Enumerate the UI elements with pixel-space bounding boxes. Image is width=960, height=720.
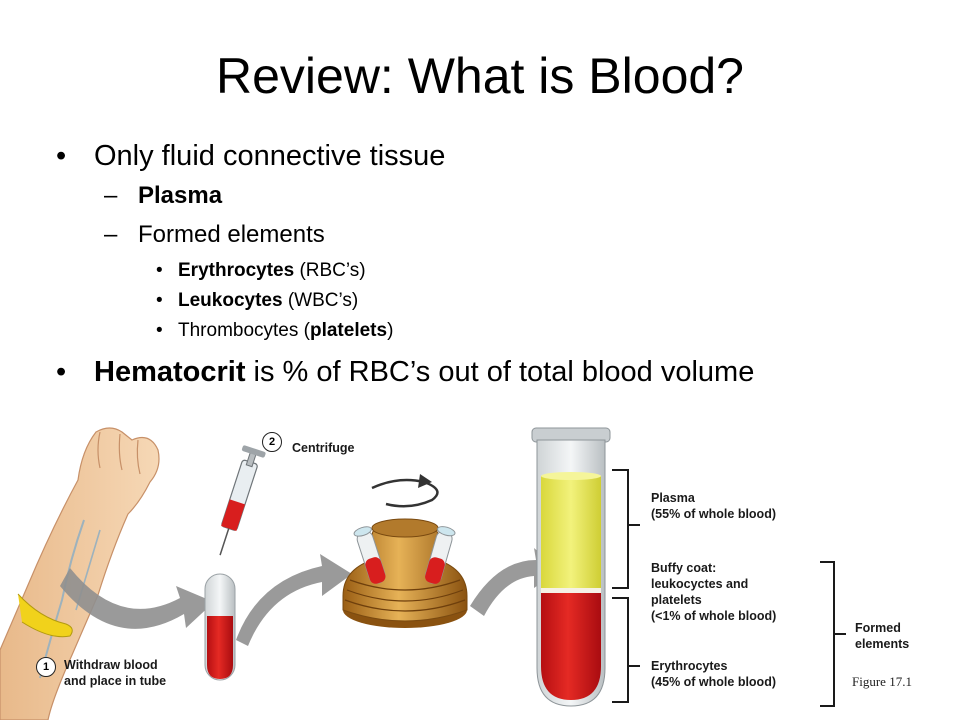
syringe-illustration	[219, 445, 266, 556]
buffy-label-line2: leukocyctes and	[651, 577, 749, 591]
buffy-coat-layer	[541, 588, 601, 593]
bullet-marker: •	[156, 290, 163, 311]
formed-label-line2: elements	[855, 637, 910, 651]
blood-centrifuge-figure: 2 Centrifuge 1 Withdraw blood and place …	[0, 410, 960, 720]
rotate-arrow-icon	[418, 474, 432, 488]
centrifuge-label: Centrifuge	[292, 441, 355, 455]
formed-elements-label: Formed elements	[855, 620, 909, 652]
dash-marker: –	[104, 221, 118, 248]
buffy-coat-label: Buffy coat: leukocyctes and platelets (<…	[651, 560, 776, 624]
bullet-fluid-tissue: • Only fluid connective tissue	[56, 138, 446, 174]
erythrocyte-layer	[541, 593, 601, 700]
figure-illustration	[0, 427, 846, 720]
bullet-plasma: – Plasma	[104, 181, 223, 211]
bullet-text: Only fluid connective tissue	[94, 140, 446, 172]
slide-title: Review: What is Blood?	[215, 48, 744, 104]
bullet-text: Formed elements	[138, 221, 325, 248]
arm-illustration	[0, 427, 160, 720]
withdraw-label-line1: Withdraw blood	[64, 658, 158, 672]
withdraw-label-line2: and place in tube	[64, 674, 167, 688]
bullet-marker: •	[56, 356, 67, 388]
formed-label-line1: Formed	[855, 621, 901, 635]
bullet-marker: •	[156, 260, 163, 281]
bullet-marker: •	[56, 140, 67, 172]
bullet-text: )	[387, 320, 394, 341]
plasma-layer	[541, 476, 601, 588]
arrow-icon	[236, 554, 352, 646]
layer-brackets	[612, 469, 846, 707]
bullet-bold-text: platelets	[309, 320, 388, 341]
figure-reference: Figure 17.1	[852, 674, 912, 689]
bullet-marker: •	[156, 320, 163, 341]
bullet-leukocytes: • Leukocytes (WBC’s)	[156, 289, 359, 313]
collection-tube	[204, 573, 236, 681]
buffy-label-line4: (<1% of whole blood)	[651, 609, 777, 623]
bullet-bold-text: Hematocrit	[94, 356, 246, 388]
bullet-text: (RBC’s)	[294, 260, 366, 281]
bullet-text: Thrombocytes (	[178, 320, 310, 341]
bullet-text: is % of RBC’s out of total blood volume	[245, 356, 755, 388]
bullet-text: Plasma	[138, 182, 223, 209]
buffy-label-line1: Buffy coat:	[651, 561, 717, 575]
bullet-bold-text: Erythrocytes	[178, 260, 295, 281]
step-2-badge: 2	[262, 432, 282, 452]
plasma-label-line1: Plasma	[651, 491, 695, 505]
centrifuge-illustration	[342, 518, 468, 628]
withdraw-label: Withdraw blood and place in tube	[64, 657, 166, 689]
separated-blood-tube	[531, 427, 611, 707]
buffy-label-line3: platelets	[651, 593, 702, 607]
bullet-thrombocytes: • Thrombocytes (platelets)	[156, 319, 394, 343]
bullet-bold-text: Leukocytes	[178, 290, 283, 311]
dash-marker: –	[104, 182, 118, 209]
erythrocytes-label-line2: (45% of whole blood)	[651, 675, 776, 689]
erythrocytes-label: Erythrocytes (45% of whole blood)	[651, 658, 776, 690]
bullet-formed-elements: – Formed elements	[104, 220, 325, 250]
step-1-badge: 1	[36, 657, 56, 677]
erythrocytes-label-line1: Erythrocytes	[651, 659, 728, 673]
bullet-hematocrit: • Hematocrit is % of RBC’s out of total …	[56, 354, 755, 390]
plasma-label: Plasma (55% of whole blood)	[651, 490, 776, 522]
bullet-erythrocytes: • Erythrocytes (RBC’s)	[156, 259, 366, 283]
bullet-text: (WBC’s)	[282, 290, 359, 311]
plasma-label-line2: (55% of whole blood)	[651, 507, 776, 521]
arrow-icon	[60, 568, 214, 629]
